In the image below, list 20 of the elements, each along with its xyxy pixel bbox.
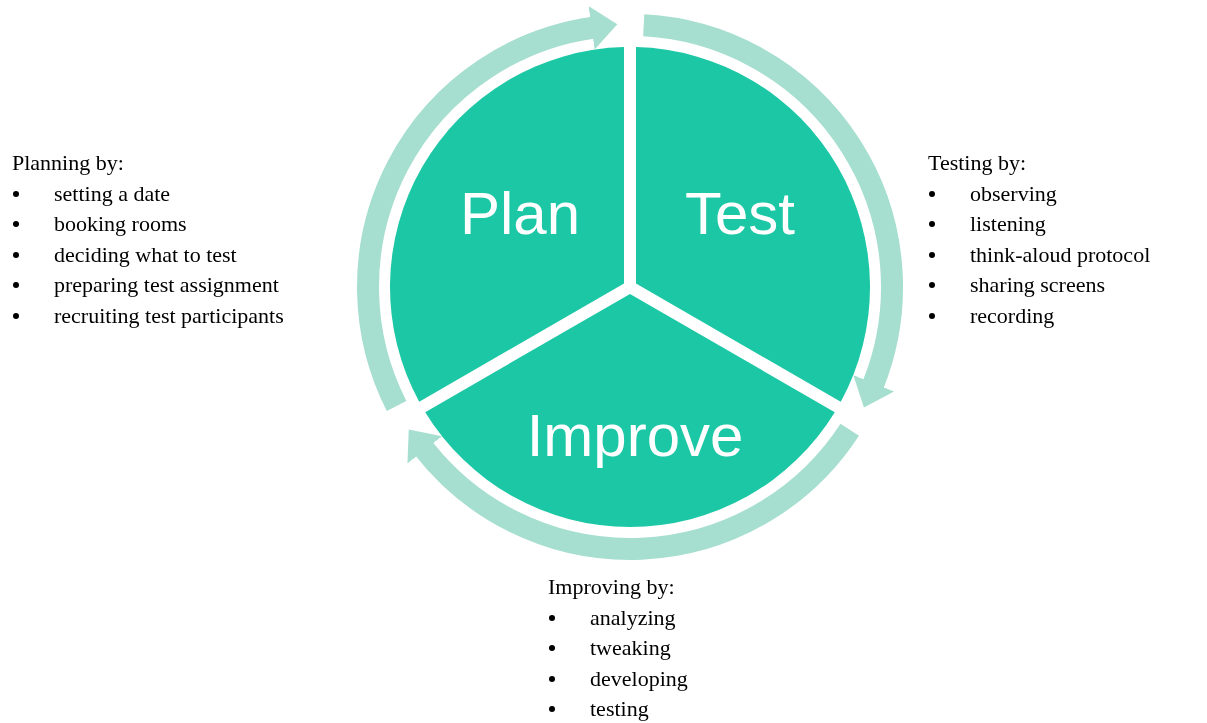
list-item-text: analyzing <box>590 603 676 632</box>
list-item-text: developing <box>590 664 688 693</box>
list-item-text: testing <box>590 695 649 723</box>
list-heading: Testing by: <box>928 149 1028 177</box>
sector-label: Test <box>685 184 795 244</box>
list-item-text: booking rooms <box>54 210 187 238</box>
list-heading: Planning by: <box>12 149 125 177</box>
list-item-text: listening <box>970 210 1046 238</box>
list-item-text: tweaking <box>590 634 671 662</box>
list-item-text: deciding what to test <box>54 240 237 269</box>
list-item-text: setting a date <box>54 179 171 208</box>
sector-label: Plan <box>459 184 581 244</box>
sector-label: Improve <box>526 406 744 466</box>
list-item-text: preparing test assignment <box>54 271 279 299</box>
list-heading: Improving by: <box>548 573 676 601</box>
list-item-text: recording <box>970 301 1055 330</box>
list-item-text: sharing screens <box>970 271 1105 299</box>
list-item-text: recruiting test participants <box>54 301 284 330</box>
list-item-text: observing <box>970 179 1057 208</box>
list-item-text: think-aloud protocol <box>970 240 1151 269</box>
